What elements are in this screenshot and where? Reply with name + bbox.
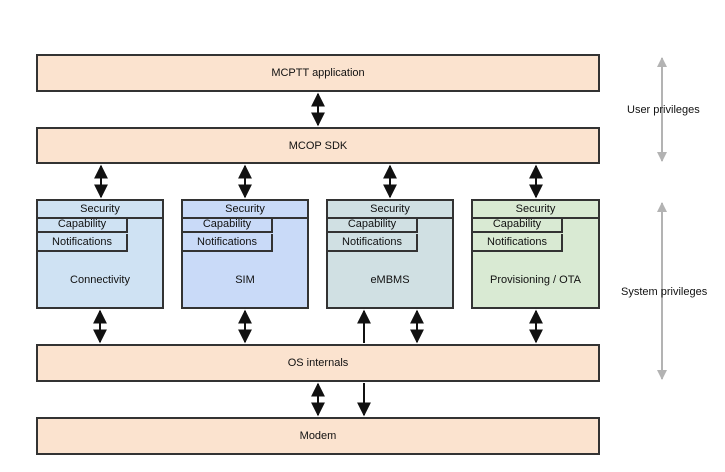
security-section: Security bbox=[473, 201, 598, 219]
capability-section: Capability bbox=[38, 217, 128, 233]
notifications-section: Notifications bbox=[38, 234, 128, 252]
mcop-sdk-label: MCOP SDK bbox=[288, 139, 348, 152]
module-sim: Security Capability Notifications SIM bbox=[181, 199, 309, 309]
user-privileges-label: User privileges bbox=[627, 104, 700, 116]
capability-section: Capability bbox=[473, 217, 563, 233]
module-name: eMBMS bbox=[370, 273, 410, 286]
security-section: Security bbox=[183, 201, 307, 219]
notifications-section: Notifications bbox=[473, 234, 563, 252]
module-provisioning-ota: Security Capability Notifications Provis… bbox=[471, 199, 600, 309]
mcptt-application-layer: MCPTT application bbox=[36, 54, 600, 92]
security-section: Security bbox=[38, 201, 162, 219]
system-privileges-label: System privileges bbox=[621, 286, 708, 298]
notifications-section: Notifications bbox=[328, 234, 418, 252]
modem-layer: Modem bbox=[36, 417, 600, 455]
modem-label: Modem bbox=[299, 430, 337, 442]
capability-section: Capability bbox=[328, 217, 418, 233]
os-internals-layer: OS internals bbox=[36, 344, 600, 382]
mcop-sdk-layer: MCOP SDK bbox=[36, 127, 600, 164]
module-connectivity: Security Capability Notifications Connec… bbox=[36, 199, 164, 309]
mcptt-application-label: MCPTT application bbox=[271, 67, 365, 79]
module-name: Provisioning / OTA bbox=[490, 273, 581, 286]
module-name: Connectivity bbox=[70, 273, 130, 286]
security-section: Security bbox=[328, 201, 452, 219]
module-name: SIM bbox=[235, 273, 255, 286]
module-embms: Security Capability Notifications eMBMS bbox=[326, 199, 454, 309]
notifications-section: Notifications bbox=[183, 234, 273, 252]
capability-section: Capability bbox=[183, 217, 273, 233]
os-internals-label: OS internals bbox=[287, 357, 349, 369]
